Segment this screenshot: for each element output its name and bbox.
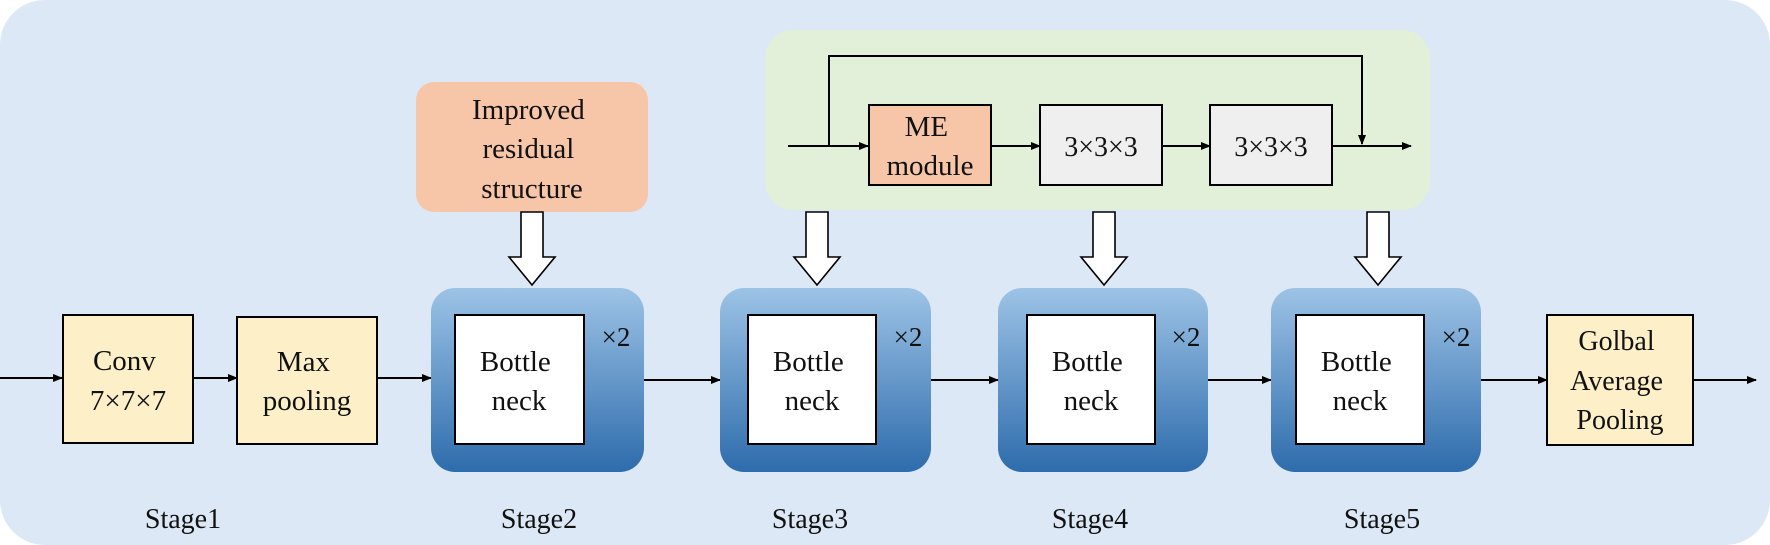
stage3-bottleneck-label: Bottle neck [773,346,851,417]
stage3-bottleneck-box [747,314,877,445]
conv-label: Conv 7×7×7 [90,345,166,417]
stage2-repeat-label: ×2 [602,322,631,352]
stage3-group: Bottle neck ×2 [720,288,931,472]
maxpool-block [236,316,378,445]
stage2-bottleneck-box [454,314,585,445]
me-skip-connection [828,55,1366,146]
down-arrow-stage3 [792,211,842,287]
stage1-label: Stage1 [145,504,221,535]
down-arrow-stage4 [1079,211,1129,287]
stage2-bottleneck-label: Bottle neck [480,346,558,417]
stage5-bottleneck-label: Bottle neck [1321,346,1399,417]
conv3-label-b: 3×3×3 [1234,132,1308,163]
stage2-group: Bottle neck ×2 [431,288,644,472]
me-module-box [868,104,992,186]
stage4-group: Bottle neck ×2 [998,288,1208,472]
stage3-repeat-label: ×2 [894,322,923,352]
me-panel-flow: ME module 3×3×3 3×3×3 [788,55,1412,186]
stage4-bottleneck-label: Bottle neck [1052,346,1130,417]
stage5-label: Stage5 [1344,504,1420,535]
stage4-repeat-label: ×2 [1172,322,1201,352]
gap-label: Golbal Average Pooling [1570,326,1670,436]
maxpool-label: Max pooling [263,346,352,417]
stage4-bottleneck-box [1026,314,1156,445]
stage5-repeat-label: ×2 [1442,322,1471,352]
improved-residual-box [416,82,648,212]
stage2-label: Stage2 [501,504,577,535]
stage5-group: Bottle neck ×2 [1271,288,1481,472]
down-arrow-stage5 [1353,211,1403,287]
stage4-label: Stage4 [1052,504,1128,535]
gap-block [1546,314,1694,446]
stage3-label: Stage3 [772,504,848,535]
improved-residual-label: Improved residual structure [472,94,592,205]
conv3-label-a: 3×3×3 [1064,132,1138,163]
down-arrow-stage2 [507,211,557,287]
stage5-bottleneck-box [1295,314,1425,445]
conv-block [62,314,194,444]
me-module-label: ME module [887,111,974,182]
